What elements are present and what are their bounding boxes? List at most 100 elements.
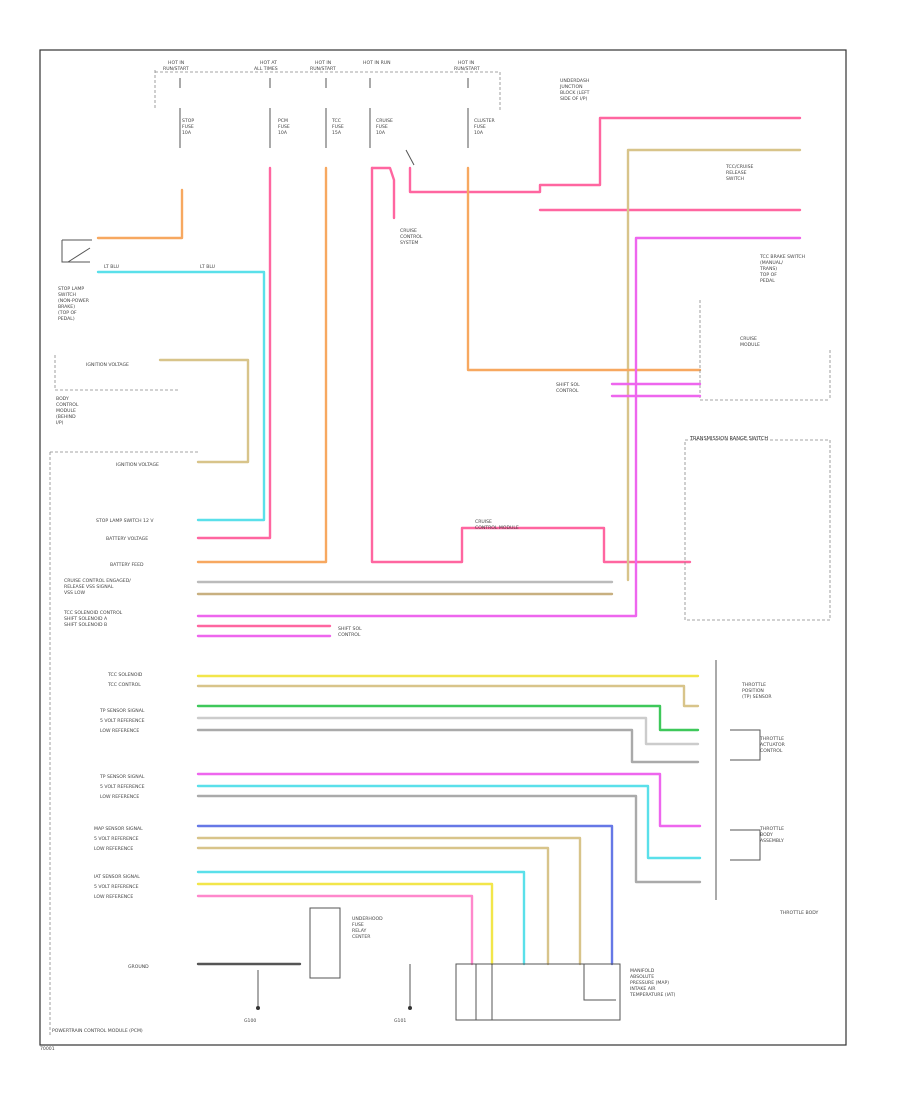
svg-text:FUSE: FUSE bbox=[352, 922, 364, 928]
svg-text:SYSTEM: SYSTEM bbox=[400, 240, 418, 246]
wire-pink-pcm bbox=[196, 166, 272, 540]
svg-text:SHIFT SOL: SHIFT SOL bbox=[338, 626, 362, 632]
svg-text:INTAKE AIR: INTAKE AIR bbox=[630, 986, 656, 992]
svg-text:UNDERHOOD: UNDERHOOD bbox=[352, 916, 383, 922]
svg-text:HOT IN RUN: HOT IN RUN bbox=[363, 60, 391, 66]
svg-text:TCC: TCC bbox=[331, 118, 341, 124]
svg-text:BLOCK (LEFT: BLOCK (LEFT bbox=[560, 90, 590, 96]
svg-text:TCC CONTROL: TCC CONTROL bbox=[107, 682, 141, 688]
svg-text:BODY: BODY bbox=[760, 832, 773, 838]
svg-text:CONTROL: CONTROL bbox=[56, 402, 79, 408]
svg-text:10A: 10A bbox=[182, 130, 192, 136]
wire-pink-cruise bbox=[370, 166, 692, 564]
svg-text:FUSE: FUSE bbox=[376, 124, 388, 130]
wire-blue bbox=[196, 824, 614, 966]
svg-text:PEDAL: PEDAL bbox=[760, 278, 775, 284]
svg-text:LOW REFERENCE: LOW REFERENCE bbox=[100, 794, 139, 800]
svg-text:CRUISE: CRUISE bbox=[475, 519, 492, 525]
svg-text:STOP: STOP bbox=[182, 118, 194, 124]
svg-text:LOW REFERENCE: LOW REFERENCE bbox=[94, 846, 133, 852]
svg-text:VSS LOW: VSS LOW bbox=[64, 590, 85, 596]
svg-text:TRANS): TRANS) bbox=[759, 266, 777, 272]
svg-text:CENTER: CENTER bbox=[352, 934, 371, 940]
svg-text:THROTTLE BODY: THROTTLE BODY bbox=[779, 910, 818, 916]
svg-text:10A: 10A bbox=[376, 130, 386, 136]
svg-text:TEMPERATURE (IAT): TEMPERATURE (IAT) bbox=[629, 992, 676, 998]
svg-text:5 VOLT REFERENCE: 5 VOLT REFERENCE bbox=[94, 884, 139, 890]
wire-tan-cruise bbox=[626, 148, 802, 582]
svg-text:HOT IN: HOT IN bbox=[458, 60, 474, 66]
svg-text:CRUISE: CRUISE bbox=[400, 228, 417, 234]
svg-text:ALL TIMES: ALL TIMES bbox=[254, 66, 278, 72]
svg-text:CRUISE: CRUISE bbox=[740, 336, 757, 342]
wire-green bbox=[196, 704, 700, 732]
ground-icon bbox=[256, 1006, 260, 1010]
svg-text:5 VOLT REFERENCE: 5 VOLT REFERENCE bbox=[100, 784, 145, 790]
svg-text:JUNCTION: JUNCTION bbox=[559, 84, 583, 90]
svg-text:MANIFOLD: MANIFOLD bbox=[630, 968, 655, 974]
svg-text:TCC SOLENOID CONTROL: TCC SOLENOID CONTROL bbox=[63, 610, 123, 616]
svg-text:CONTROL MODULE: CONTROL MODULE bbox=[475, 525, 519, 531]
svg-text:LOW REFERENCE: LOW REFERENCE bbox=[94, 894, 133, 900]
svg-text:PRESSURE (MAP): PRESSURE (MAP) bbox=[630, 980, 669, 986]
svg-text:RUN/START: RUN/START bbox=[310, 66, 336, 72]
svg-text:GROUND: GROUND bbox=[128, 964, 149, 970]
svg-text:G101: G101 bbox=[394, 1018, 406, 1024]
svg-text:(TP) SENSOR: (TP) SENSOR bbox=[742, 694, 772, 700]
svg-text:CRUISE CONTROL ENGAGED/: CRUISE CONTROL ENGAGED/ bbox=[64, 578, 131, 584]
svg-text:BODY: BODY bbox=[56, 396, 69, 402]
svg-text:ASSEMBLY: ASSEMBLY bbox=[760, 838, 784, 844]
fuse-symbols bbox=[179, 78, 469, 148]
wire-orange-cluster bbox=[466, 166, 702, 372]
diagram-frame bbox=[39, 49, 847, 1046]
svg-text:TOP OF: TOP OF bbox=[759, 272, 777, 278]
svg-text:RUN/START: RUN/START bbox=[454, 66, 480, 72]
svg-text:RELAY: RELAY bbox=[352, 928, 367, 934]
svg-text:MAP SENSOR SIGNAL: MAP SENSOR SIGNAL bbox=[94, 826, 143, 832]
svg-text:5 VOLT REFERENCE: 5 VOLT REFERENCE bbox=[94, 836, 139, 842]
svg-text:STOP LAMP SWITCH 12 V: STOP LAMP SWITCH 12 V bbox=[96, 518, 154, 524]
svg-text:LT BLU: LT BLU bbox=[200, 264, 215, 270]
wire-orange-batt bbox=[196, 166, 328, 564]
svg-text:10A: 10A bbox=[474, 130, 484, 136]
svg-text:ACTUATOR: ACTUATOR bbox=[760, 742, 786, 748]
svg-text:POWERTRAIN CONTROL MODULE (PCM: POWERTRAIN CONTROL MODULE (PCM) bbox=[52, 1028, 143, 1034]
svg-text:PEDAL): PEDAL) bbox=[58, 316, 75, 322]
svg-text:CONTROL: CONTROL bbox=[556, 388, 579, 394]
svg-text:TRANSMISSION RANGE SWITCH: TRANSMISSION RANGE SWITCH bbox=[689, 436, 768, 442]
wire-tan-ign bbox=[158, 358, 250, 464]
svg-text:FUSE: FUSE bbox=[278, 124, 290, 130]
svg-text:SWITCH: SWITCH bbox=[726, 176, 744, 182]
svg-text:15A: 15A bbox=[332, 130, 342, 136]
svg-text:TP SENSOR SIGNAL: TP SENSOR SIGNAL bbox=[99, 708, 145, 714]
svg-text:MODULE: MODULE bbox=[56, 408, 76, 414]
svg-text:MODULE: MODULE bbox=[740, 342, 760, 348]
svg-text:(NON-POWER: (NON-POWER bbox=[58, 298, 90, 304]
svg-text:CLUSTER: CLUSTER bbox=[474, 118, 496, 124]
svg-text:TCC/CRUISE: TCC/CRUISE bbox=[725, 164, 754, 170]
svg-text:BRAKE): BRAKE) bbox=[58, 304, 75, 310]
svg-text:LT BLU: LT BLU bbox=[104, 264, 119, 270]
svg-text:SIDE OF I/P): SIDE OF I/P) bbox=[560, 96, 588, 102]
svg-text:BATTERY FEED: BATTERY FEED bbox=[110, 562, 144, 568]
svg-text:THROTTLE: THROTTLE bbox=[759, 826, 784, 832]
svg-text:HOT IN: HOT IN bbox=[168, 60, 184, 66]
svg-text:CRUISE: CRUISE bbox=[376, 118, 393, 124]
wire-tan-yellow bbox=[196, 684, 700, 708]
svg-text:THROTTLE: THROTTLE bbox=[741, 682, 766, 688]
svg-text:STOP LAMP: STOP LAMP bbox=[58, 286, 84, 292]
wire-cyan-brake bbox=[96, 270, 266, 522]
svg-text:SHIFT SOL: SHIFT SOL bbox=[556, 382, 580, 388]
svg-text:PCM: PCM bbox=[278, 118, 288, 124]
svg-text:ABSOLUTE: ABSOLUTE bbox=[630, 974, 654, 980]
svg-text:FUSE: FUSE bbox=[474, 124, 486, 130]
svg-text:POSITION: POSITION bbox=[742, 688, 764, 694]
svg-text:LOW REFERENCE: LOW REFERENCE bbox=[100, 728, 139, 734]
svg-text:CONTROL: CONTROL bbox=[338, 632, 361, 638]
pcm-outline bbox=[49, 451, 200, 1035]
svg-text:HOT AT: HOT AT bbox=[260, 60, 277, 66]
